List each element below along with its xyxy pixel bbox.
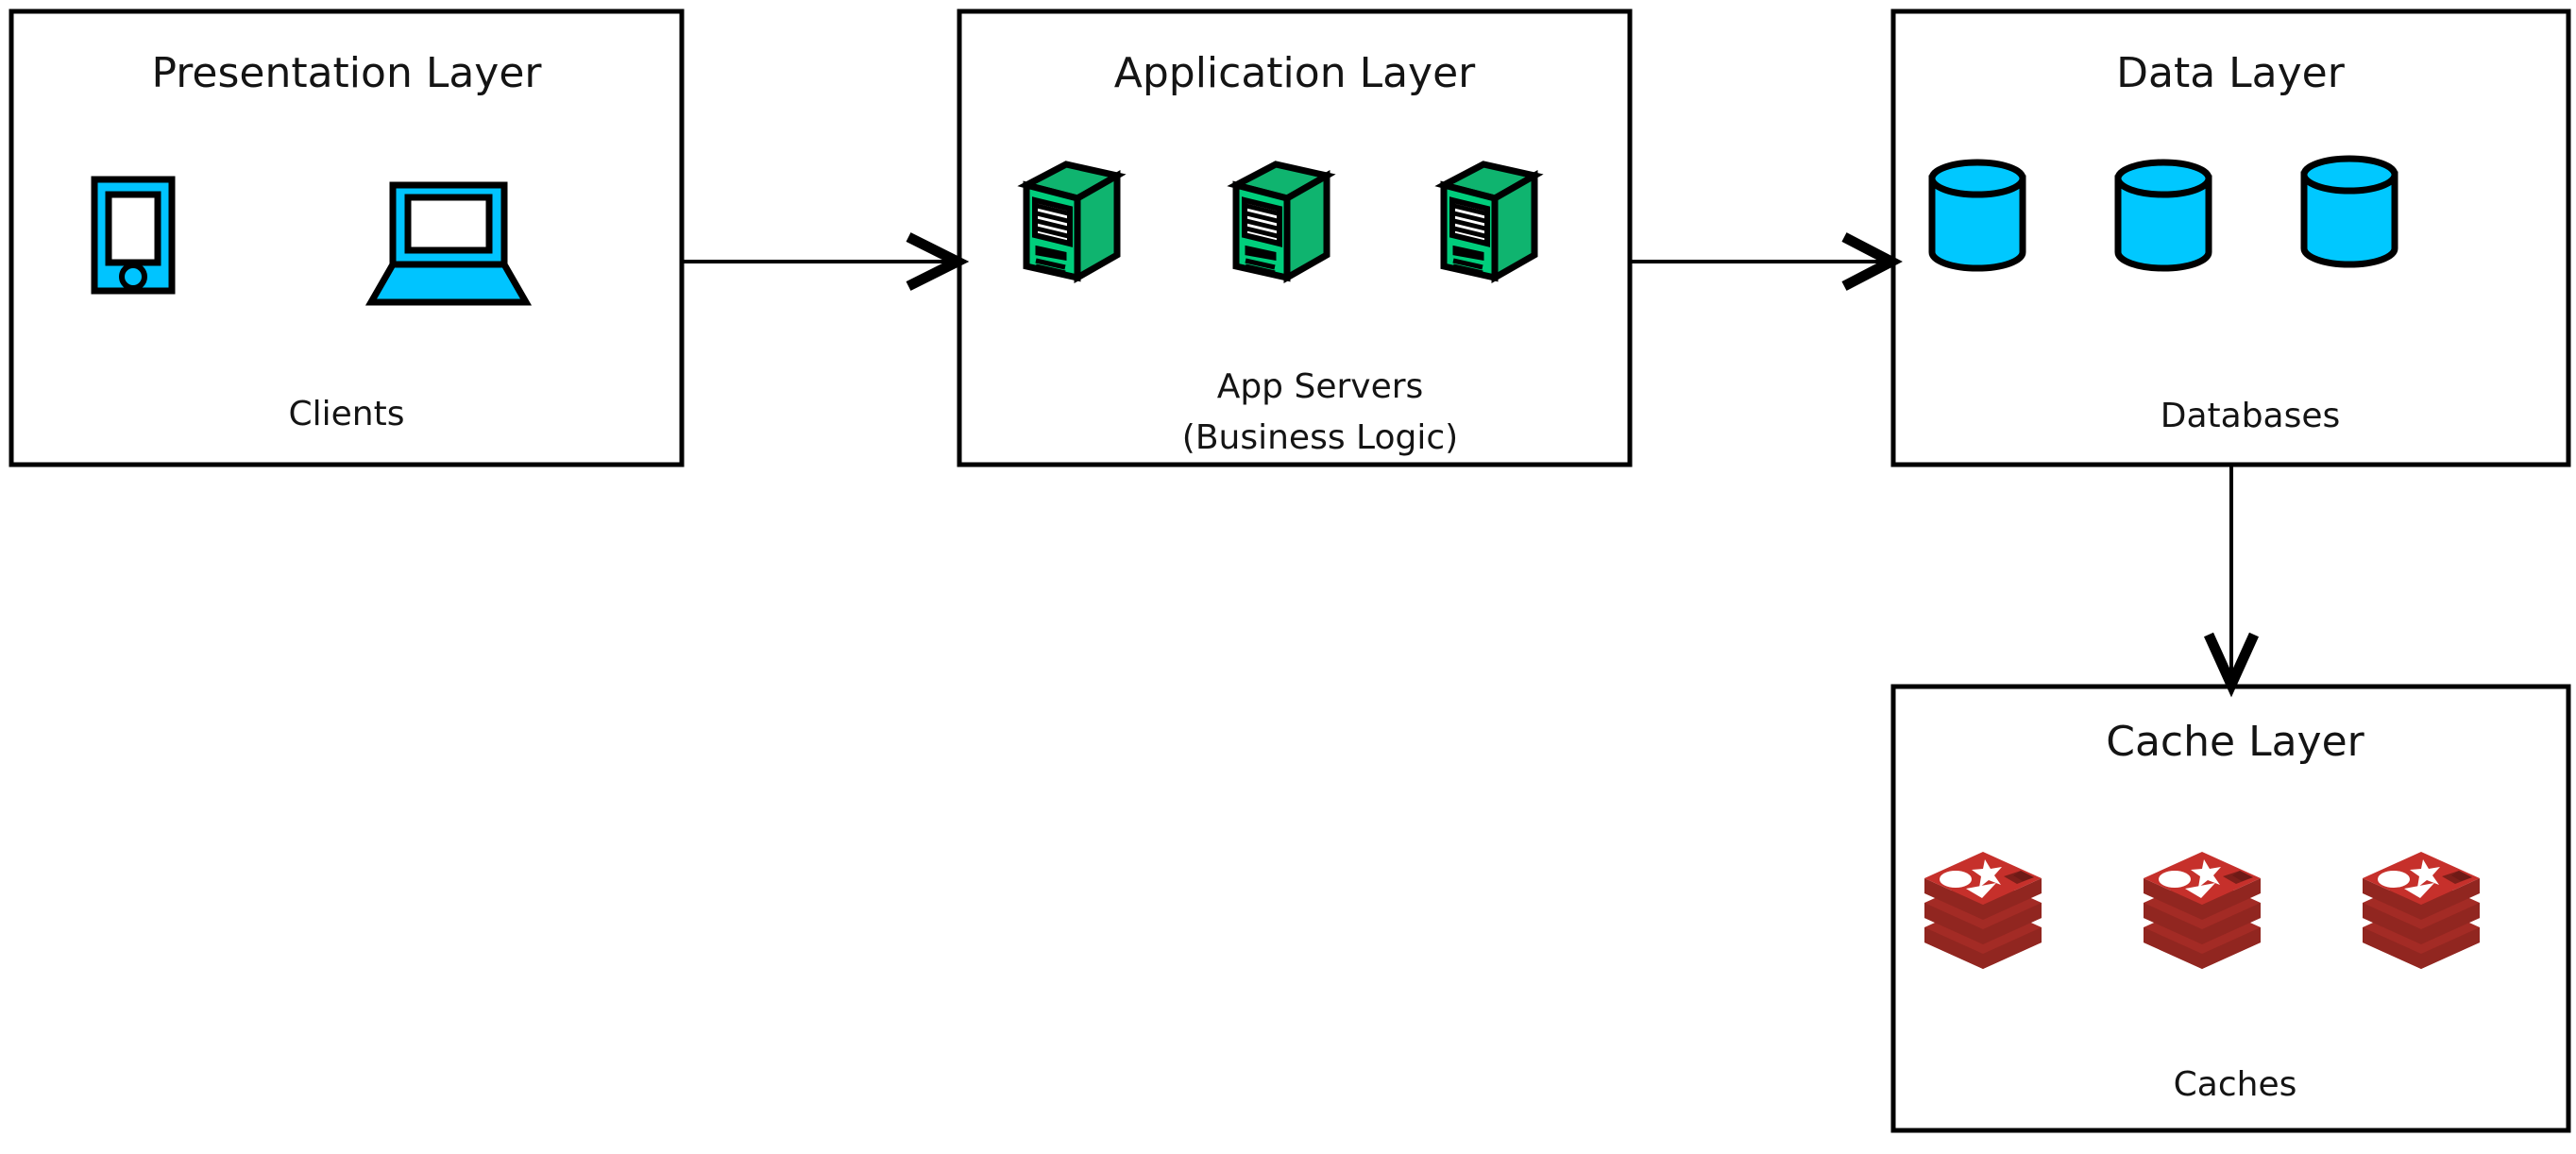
application-layer-caption-line-2: (Business Logic) <box>1182 418 1458 457</box>
database-cylinder-icon <box>1932 162 2023 268</box>
presentation-layer-caption: Clients <box>289 395 405 433</box>
connector-data-to-cache <box>2203 465 2260 698</box>
database-cylinder-icon <box>2118 162 2209 268</box>
server-tower-icon <box>1026 164 1117 278</box>
database-cylinder-icon <box>2304 159 2395 264</box>
data-layer-title: Data Layer <box>2116 49 2346 97</box>
connector-application-to-data <box>1630 232 1903 291</box>
presentation-layer-title: Presentation Layer <box>152 49 543 97</box>
application-layer-caption-line-1: App Servers <box>1217 367 1424 406</box>
application-layer-title: Application Layer <box>1114 49 1476 97</box>
layer-box-cache[interactable]: Cache Layer Caches <box>1890 684 2571 1133</box>
laptop-icon <box>371 185 526 302</box>
layer-box-data[interactable]: Data Layer Databases <box>1890 8 2571 467</box>
layer-box-application[interactable]: Application Layer App Servers (Business … <box>957 8 1633 467</box>
layer-box-presentation[interactable]: Presentation Layer Clients <box>8 8 685 467</box>
connector-presentation-to-application <box>682 232 970 291</box>
cache-layer-title: Cache Layer <box>2106 718 2364 766</box>
mobile-phone-icon <box>94 179 172 291</box>
data-layer-caption: Databases <box>2161 397 2341 435</box>
server-tower-icon <box>1236 164 1327 278</box>
server-tower-icon <box>1444 164 1534 278</box>
cache-layer-caption: Caches <box>2174 1065 2297 1104</box>
